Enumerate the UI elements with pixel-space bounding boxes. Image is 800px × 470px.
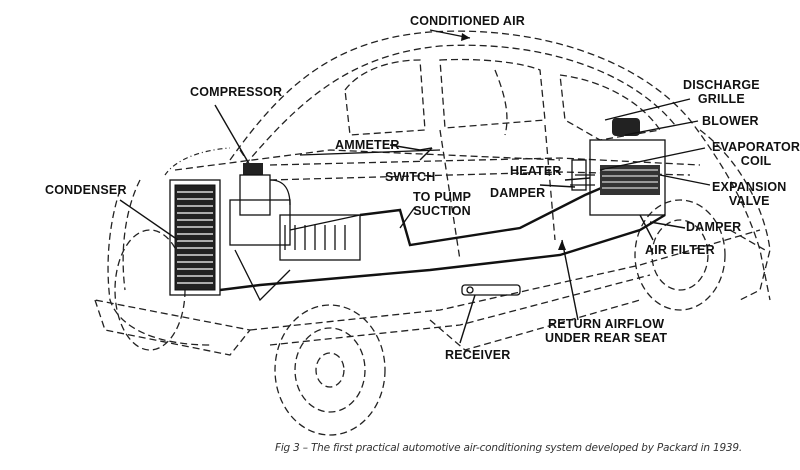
condenser-unit: [169, 179, 221, 296]
engine-compressor: [229, 163, 361, 302]
label-evaporator-coil: EVAPORATOR COIL: [712, 140, 800, 168]
label-expansion-line2: VALVE: [728, 194, 770, 208]
label-expansion-valve: EXPANSION VALVE: [712, 180, 787, 208]
label-evaporator-line1: EVAPORATOR: [712, 140, 800, 154]
label-conditioned-air: CONDITIONED AIR: [410, 14, 526, 28]
label-ammeter: AMMETER: [335, 138, 400, 152]
label-to-pump-line1: TO PUMP: [413, 190, 472, 204]
label-return-line1: RETURN AIRFLOW: [548, 317, 665, 331]
label-switch: SWITCH: [385, 170, 436, 184]
label-damper-outer: DAMPER: [686, 220, 742, 234]
refrigerant-lines: [219, 149, 666, 292]
label-compressor: COMPRESSOR: [190, 85, 283, 99]
label-evaporator-line2: COIL: [740, 154, 772, 168]
label-blower: BLOWER: [702, 114, 759, 128]
label-heater: HEATER: [510, 164, 562, 178]
label-expansion-line1: EXPANSION: [712, 180, 787, 194]
label-damper-inner: DAMPER: [490, 186, 546, 200]
wheels: [114, 199, 726, 436]
label-discharge-grille: DISCHARGE GRILLE: [683, 78, 760, 106]
label-air-filter: AIR FILTER: [645, 243, 715, 257]
label-discharge-line2: GRILLE: [697, 92, 745, 106]
label-to-pump-line2: SUCTION: [413, 204, 471, 218]
receiver-tank: [461, 284, 521, 296]
figure-caption: Fig 3 – The first practical automotive a…: [275, 442, 743, 454]
label-receiver: RECEIVER: [445, 348, 511, 362]
leader-lines: [119, 29, 711, 344]
label-discharge-line1: DISCHARGE: [683, 78, 760, 92]
label-condenser: CONDENSER: [45, 183, 127, 197]
evaporator-assembly: [570, 118, 666, 216]
label-to-pump-suction: TO PUMP SUCTION: [413, 190, 471, 218]
label-return-airflow: RETURN AIRFLOW UNDER REAR SEAT: [545, 317, 667, 345]
label-return-line2: UNDER REAR SEAT: [545, 331, 668, 345]
